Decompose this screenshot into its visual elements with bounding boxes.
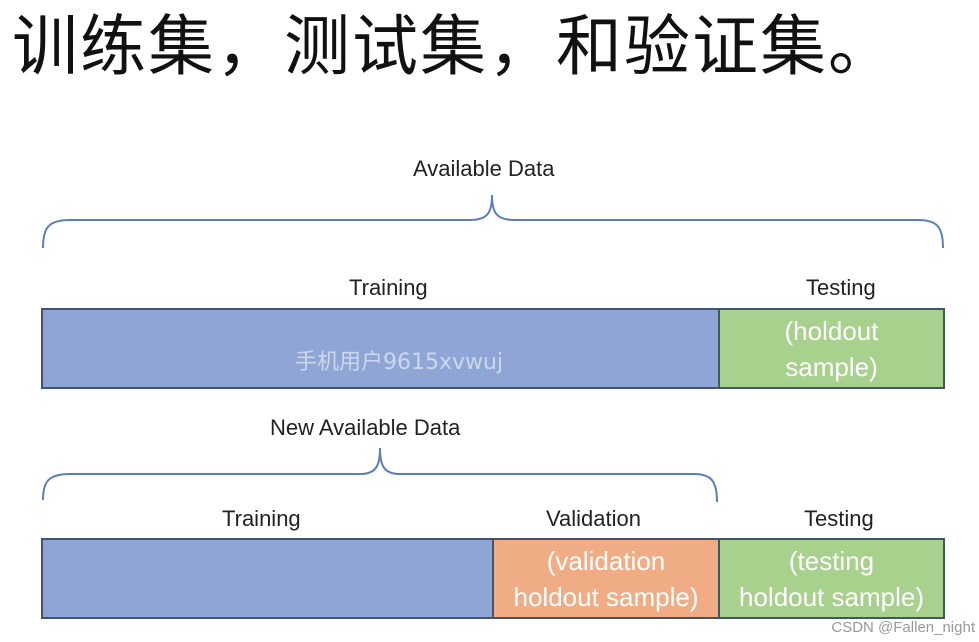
bottom-testing-box-line2: holdout sample)	[739, 581, 924, 612]
csdn-watermark: CSDN @Fallen_night	[831, 619, 975, 636]
bottom-training-label: Training	[222, 506, 301, 531]
top-training-box: 手机用户9615xvwuj	[41, 308, 720, 389]
bottom-validation-box-text: (validation holdout sample)	[494, 543, 718, 615]
top-testing-box-line1: (holdout	[784, 315, 879, 346]
bottom-testing-label: Testing	[804, 506, 874, 531]
top-testing-box-line2: sample)	[785, 351, 878, 382]
new-available-data-brace	[42, 447, 718, 503]
top-testing-label: Testing	[806, 275, 876, 300]
available-data-brace	[42, 194, 944, 249]
new-available-data-label: New Available Data	[270, 415, 461, 440]
page-title: 训练集，测试集，和验证集。	[12, 8, 896, 85]
bottom-training-box	[41, 538, 494, 619]
bottom-validation-box-line1: (validation	[546, 545, 666, 576]
bottom-validation-box: (validation holdout sample)	[492, 538, 720, 619]
watermark: 手机用户9615xvwuj	[295, 350, 504, 375]
available-data-label: Available Data	[413, 156, 555, 181]
top-testing-box: (holdout sample)	[718, 308, 945, 389]
top-testing-box-text: (holdout sample)	[720, 313, 943, 385]
bottom-validation-box-line2: holdout sample)	[513, 581, 699, 612]
top-training-label: Training	[349, 275, 428, 300]
bottom-validation-label: Validation	[546, 506, 641, 531]
bottom-testing-box: (testing holdout sample)	[718, 538, 945, 619]
bottom-testing-box-line1: (testing	[788, 545, 875, 576]
bottom-testing-box-text: (testing holdout sample)	[720, 543, 943, 615]
